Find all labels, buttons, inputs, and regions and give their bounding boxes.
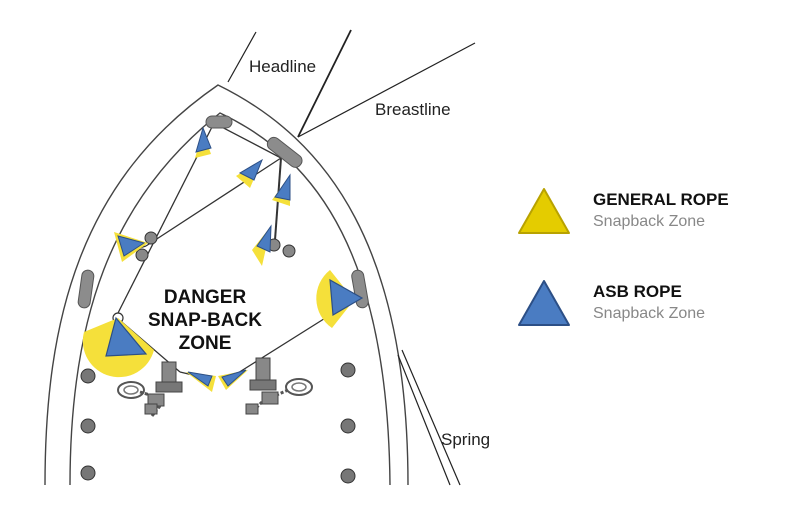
blue-triangle-icon xyxy=(518,280,570,326)
legend-title: ASB ROPE xyxy=(593,282,682,301)
danger-zone-line-3: ZONE xyxy=(178,333,232,354)
fairlead xyxy=(266,136,303,168)
spring-rope xyxy=(397,354,451,486)
asb-snapback-zone xyxy=(195,126,212,153)
legend-general-rope: GENERAL ROPE Snapback Zone xyxy=(516,186,786,256)
headline-rope xyxy=(227,31,257,83)
deck-bollard xyxy=(80,368,96,384)
headline-label: Headline xyxy=(249,57,317,76)
roller xyxy=(282,244,296,258)
asb-snapback-zone xyxy=(105,316,148,357)
asb-snapback-zone xyxy=(274,173,291,201)
asb-snapback-zone xyxy=(329,278,364,316)
asb-snapback-zone xyxy=(256,224,272,253)
internal-rope xyxy=(213,122,282,159)
danger-zone-title: DANGER SNAP-BACK ZONE xyxy=(130,286,280,355)
yellow-triangle-icon xyxy=(518,188,570,234)
danger-zone-line-1: DANGER xyxy=(163,287,247,308)
breastline-rope xyxy=(297,42,476,138)
roller xyxy=(144,231,158,245)
asb-snapback-zone xyxy=(221,369,247,387)
deck-bollard xyxy=(340,468,356,484)
roller xyxy=(135,248,149,262)
breastline-rope-steep xyxy=(297,29,352,138)
internal-rope xyxy=(145,157,282,247)
fairlead xyxy=(205,115,233,129)
legend-title: GENERAL ROPE xyxy=(593,190,729,209)
asb-snapback-zone xyxy=(187,371,213,387)
deck-bollard xyxy=(80,418,96,434)
legend-subtitle: Snapback Zone xyxy=(593,213,706,230)
deck-bollard xyxy=(80,465,96,481)
hull-outer xyxy=(44,84,409,486)
windlass-left xyxy=(117,361,183,417)
asb-snapback-zone xyxy=(238,158,264,181)
fairlead xyxy=(77,269,95,309)
asb-snapback-zone xyxy=(117,235,146,257)
legend-asb-rope: ASB ROPE Snapback Zone xyxy=(516,278,786,348)
danger-zone-line-2: SNAP-BACK xyxy=(148,310,262,331)
spring-label: Spring xyxy=(441,430,491,449)
spring-rope-2 xyxy=(401,349,461,486)
deck-bollard xyxy=(340,418,356,434)
windlass-right xyxy=(245,357,313,415)
breastline-label: Breastline xyxy=(375,100,451,119)
deck-bollard xyxy=(340,362,356,378)
legend-subtitle: Snapback Zone xyxy=(593,305,706,322)
